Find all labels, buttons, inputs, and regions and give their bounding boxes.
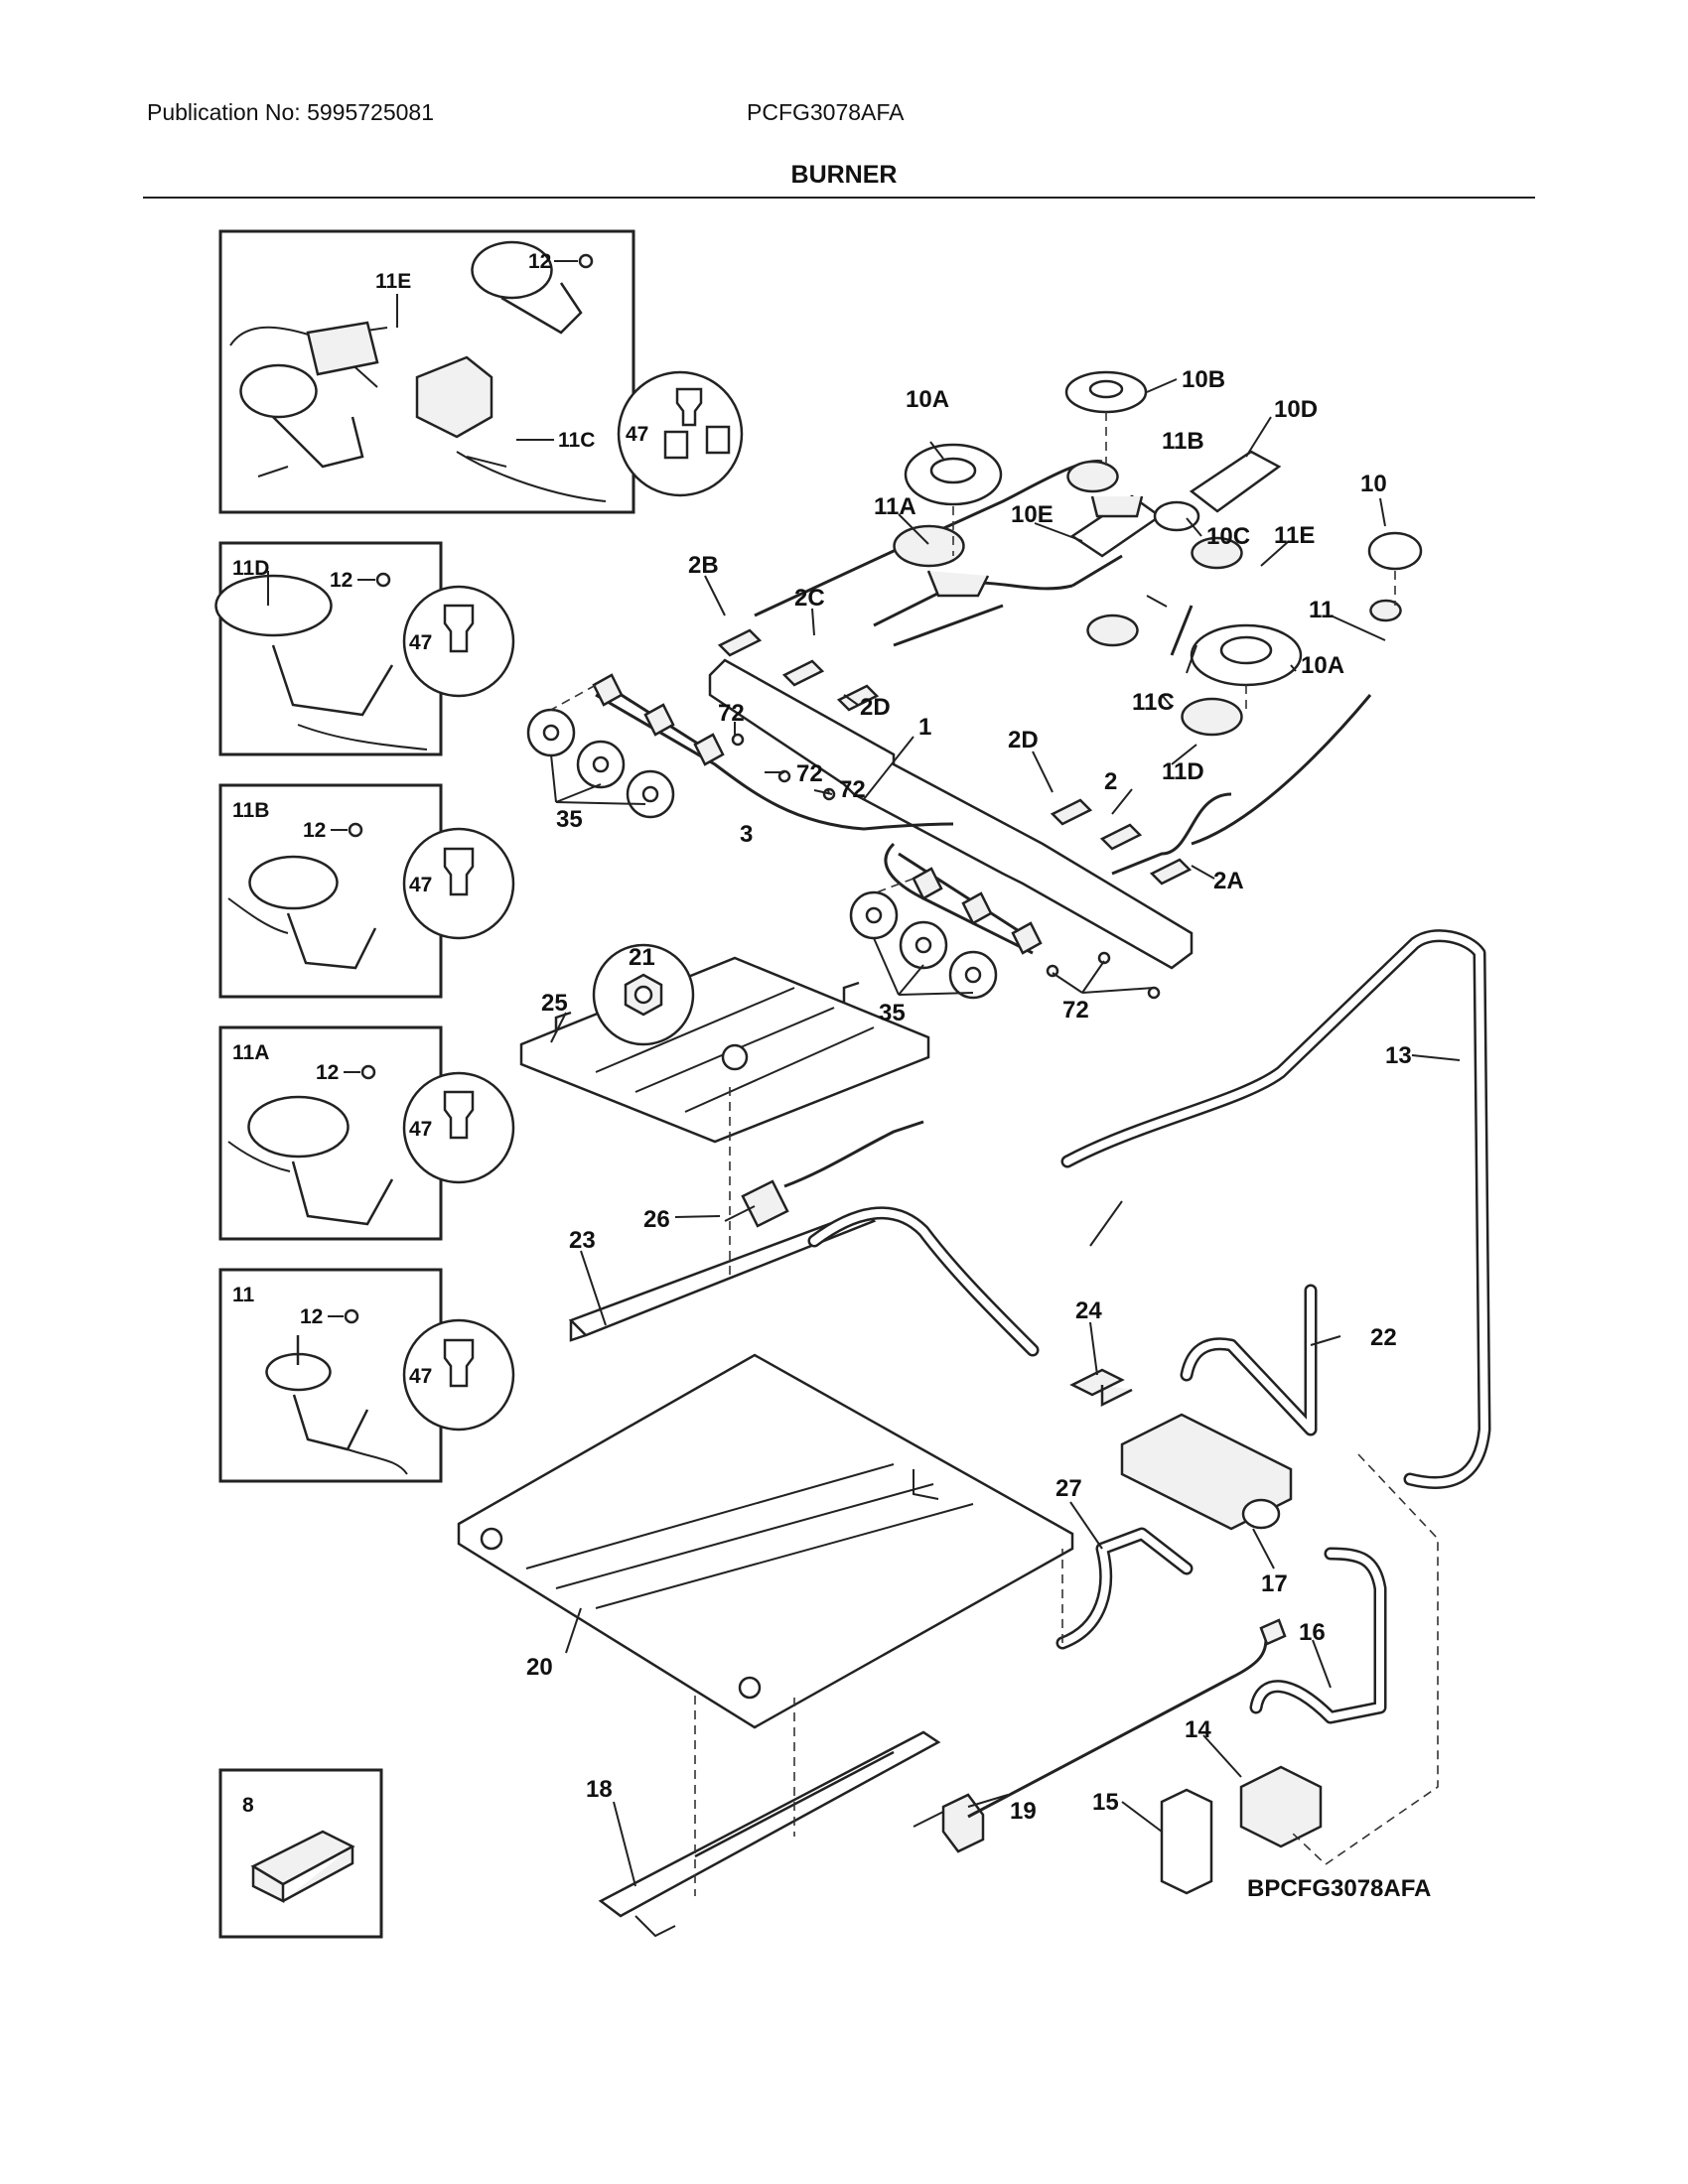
callout-2c: 2C — [794, 585, 825, 612]
oven-bottom-20 — [457, 1353, 1074, 1729]
screw-icon — [360, 1064, 376, 1080]
callout-72-a: 72 — [718, 700, 745, 727]
callout-15: 15 — [1092, 1789, 1119, 1816]
orifice-icon — [443, 847, 475, 896]
callout-25: 25 — [541, 990, 568, 1017]
orifice-icon — [663, 387, 731, 460]
screw-icon — [348, 822, 363, 838]
callout-11: 11 — [1309, 597, 1334, 623]
callout-2: 2 — [1104, 768, 1117, 795]
valve-17 — [1120, 1413, 1293, 1531]
callout-18: 18 — [586, 1776, 613, 1803]
callout-17: 17 — [1261, 1570, 1288, 1597]
callout-23: 23 — [569, 1227, 596, 1254]
orifice-icon — [443, 1090, 475, 1140]
inset-11b: 11B 12 47 — [218, 783, 515, 999]
orifice-icon — [443, 1338, 475, 1388]
manifold-bracket — [708, 658, 1194, 970]
inset-11e-label-11c: 11C — [558, 429, 595, 452]
callout-26: 26 — [643, 1206, 670, 1233]
section-title: BURNER — [790, 161, 898, 189]
callout-10: 10 — [1360, 471, 1387, 497]
screw-icon — [375, 572, 391, 588]
orifice-icon — [443, 604, 475, 653]
callouts: 1 2 2A 2B 2C 2D 2D 3 10 10A 10A 10B 10C … — [526, 366, 1461, 1887]
inset-11b-label-12: 12 — [303, 819, 326, 842]
inset-8-title: 8 — [242, 1794, 254, 1817]
inset-11e-label-47: 47 — [626, 423, 648, 446]
inset-11e-11c: 11E 12 11C 47 — [218, 229, 744, 514]
regulator-14 — [1239, 1765, 1323, 1848]
spark-module-icon — [250, 1830, 355, 1904]
callout-13: 13 — [1385, 1042, 1412, 1069]
burner-base-icon — [248, 855, 377, 970]
burner-base-icon — [247, 1095, 394, 1226]
inset-11a: 11A 12 47 — [218, 1025, 515, 1241]
model-number: PCFG3078AFA — [747, 99, 905, 125]
inset-11a-label-12: 12 — [316, 1061, 339, 1084]
callout-10b: 10B — [1182, 366, 1225, 393]
callout-35-right: 35 — [879, 1000, 906, 1026]
inset-11d-title: 11D — [232, 557, 269, 580]
callout-24: 24 — [1075, 1297, 1102, 1324]
inset-11-label-12: 12 — [300, 1305, 323, 1328]
inset-11-label-47: 47 — [409, 1365, 432, 1388]
callout-10a-mid: 10A — [1301, 652, 1344, 679]
inset-11e-label-12: 12 — [528, 250, 551, 273]
inset-11-title: 11 — [232, 1284, 255, 1306]
inset-11e-label-11e: 11E — [375, 270, 411, 293]
callout-22: 22 — [1370, 1324, 1397, 1351]
inset-11a-title: 11A — [232, 1041, 269, 1064]
callout-10e: 10E — [1011, 501, 1054, 528]
bracket-23 — [568, 1209, 877, 1342]
oven-burner-assembly — [457, 929, 1491, 1938]
callout-19: 19 — [1010, 1798, 1037, 1825]
callout-2b: 2B — [688, 552, 719, 579]
header-rule — [143, 197, 1535, 199]
callout-14: 14 — [1185, 1716, 1211, 1743]
main-burner-assembly — [526, 370, 1423, 1000]
inset-8: 8 — [218, 1768, 383, 1939]
callout-72-c: 72 — [839, 776, 866, 803]
inset-11d: 11D 12 47 — [214, 541, 515, 756]
screw-icon — [344, 1308, 359, 1324]
callout-1: 1 — [918, 714, 931, 741]
callout-10d: 10D — [1274, 396, 1318, 423]
inset-11b-title: 11B — [232, 799, 269, 822]
callout-11b: 11B — [1162, 428, 1204, 455]
inset-11: 11 12 47 — [218, 1268, 515, 1483]
callout-72-d: 72 — [1062, 997, 1089, 1024]
publication-number: Publication No: 5995725081 — [147, 99, 435, 125]
screw-icon — [578, 253, 594, 269]
callout-11e: 11E — [1274, 522, 1315, 549]
callout-16: 16 — [1299, 1619, 1326, 1646]
inset-11d-label-12: 12 — [330, 569, 352, 592]
oven-burner-18 — [598, 1730, 941, 1918]
inset-11d-label-47: 47 — [409, 631, 432, 654]
bracket-15 — [1160, 1788, 1213, 1895]
callout-3: 3 — [740, 821, 753, 848]
callout-2d-mid: 2D — [1008, 727, 1039, 753]
callout-35-left: 35 — [556, 806, 583, 833]
callout-2d-top: 2D — [860, 694, 891, 721]
inset-11a-label-47: 47 — [409, 1118, 432, 1141]
callout-10c: 10C — [1206, 523, 1250, 550]
callout-2a: 2A — [1213, 868, 1244, 894]
inset-11b-label-47: 47 — [409, 874, 432, 896]
callout-11c: 11C — [1132, 689, 1175, 716]
diagram-id: BPCFG3078AFA — [1247, 1875, 1431, 1902]
callout-72-b: 72 — [796, 760, 823, 787]
callout-10a-top: 10A — [906, 386, 949, 413]
callout-20: 20 — [526, 1654, 553, 1681]
burner-base-icon — [265, 1335, 369, 1451]
callout-27: 27 — [1055, 1475, 1082, 1502]
callout-21: 21 — [629, 944, 655, 971]
burner-base-icon — [214, 574, 394, 717]
callout-11d: 11D — [1162, 758, 1204, 785]
callout-11a: 11A — [874, 493, 916, 520]
